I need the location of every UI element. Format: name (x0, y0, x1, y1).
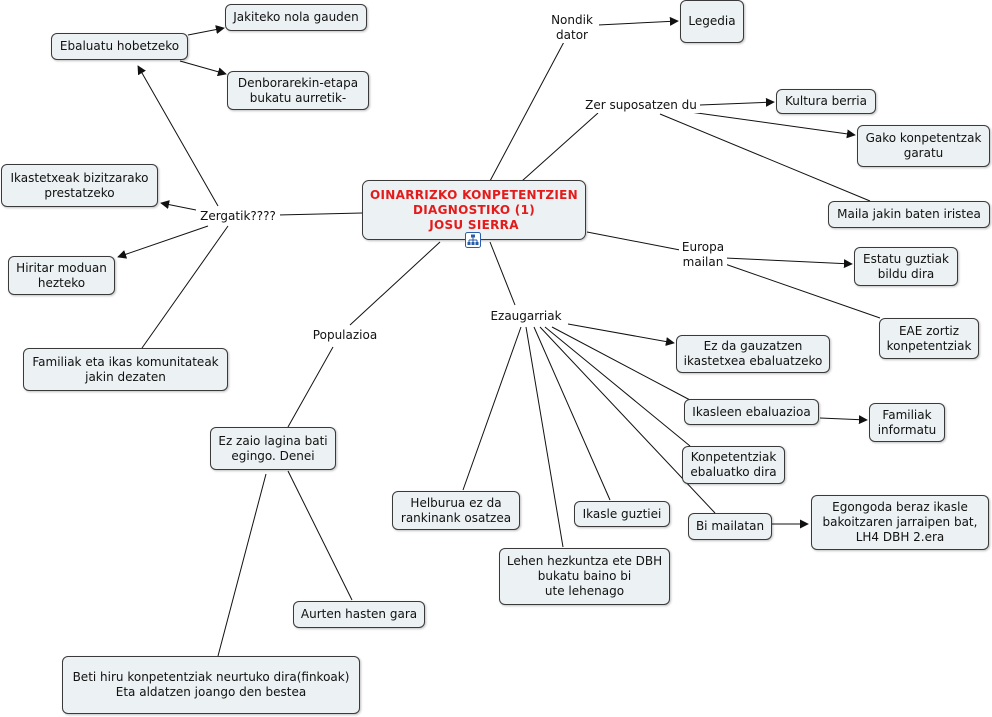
link-europa-mailan: Europa mailan (679, 240, 727, 270)
node-denborarekin[interactable]: Denborarekin-etapa bukatu aurretik- (227, 71, 369, 110)
node-eae-zortiz[interactable]: EAE zortiz konpetentziak (879, 318, 979, 359)
concept-map-icon[interactable] (465, 232, 481, 248)
node-ebaluatu-hobetzeko[interactable]: Ebaluatu hobetzeko (51, 33, 188, 60)
node-lehen-hezkuntza[interactable]: Lehen hezkuntza ete DBH bukatu baino bi … (499, 548, 670, 605)
node-kultura-berria[interactable]: Kultura berria (776, 89, 876, 114)
node-gako-konpetentzak[interactable]: Gako konpetentzak garatu (857, 125, 990, 167)
node-beti-hiru[interactable]: Beti hiru konpetentziak neurtuko dira(fi… (62, 656, 360, 714)
node-ikasleen-ebaluazioa[interactable]: Ikasleen ebaluazioa (684, 399, 819, 425)
node-hiritar[interactable]: Hiritar moduan hezteko (8, 256, 115, 295)
node-legedia[interactable]: Legedia (680, 0, 744, 43)
link-populazioa: Populazioa (309, 328, 381, 343)
link-ezaugarriak: Ezaugarriak (487, 309, 565, 324)
link-bi-mailatan[interactable]: Bi mailatan (688, 513, 772, 540)
central-concept-node[interactable]: OINARRIZKO KONPETENTZIEN DIAGNOSTIKO (1)… (362, 180, 586, 240)
node-jakiteko[interactable]: Jakiteko nola gauden (225, 4, 367, 31)
node-ez-da-gauzatzen[interactable]: Ez da gauzatzen ikastetxea ebaluatzeko (676, 335, 830, 373)
link-zer-suposatzen-du: Zer suposatzen du (582, 98, 700, 113)
node-aurten-hasten[interactable]: Aurten hasten gara (293, 601, 425, 628)
node-helburua[interactable]: Helburua ez da rankinank osatzea (392, 491, 520, 530)
node-maila-jakin[interactable]: Maila jakin baten iristea (828, 201, 990, 228)
node-ikasle-guztiei[interactable]: Ikasle guztiei (574, 501, 670, 527)
node-egongoda[interactable]: Egongoda beraz ikasle bakoitzaren jarrai… (811, 495, 989, 550)
node-familiak-ikas[interactable]: Familiak eta ikas komunitateak jakin dez… (23, 348, 228, 391)
link-nondik-dator: Nondik dator (545, 13, 599, 43)
node-ikastetxeak[interactable]: Ikastetxeak bizitzarako prestatzeko (1, 164, 158, 207)
node-konpetentziak-ebaluatko[interactable]: Konpetentziak ebaluatko dira (682, 446, 785, 484)
node-estatu-guztiak[interactable]: Estatu guztiak bildu dira (854, 247, 958, 286)
node-familiak-informatu[interactable]: Familiak informatu (869, 403, 945, 442)
link-zergatik: Zergatik???? (196, 209, 280, 224)
node-ez-zaio-lagina[interactable]: Ez zaio lagina bati egingo. Denei (210, 427, 336, 470)
